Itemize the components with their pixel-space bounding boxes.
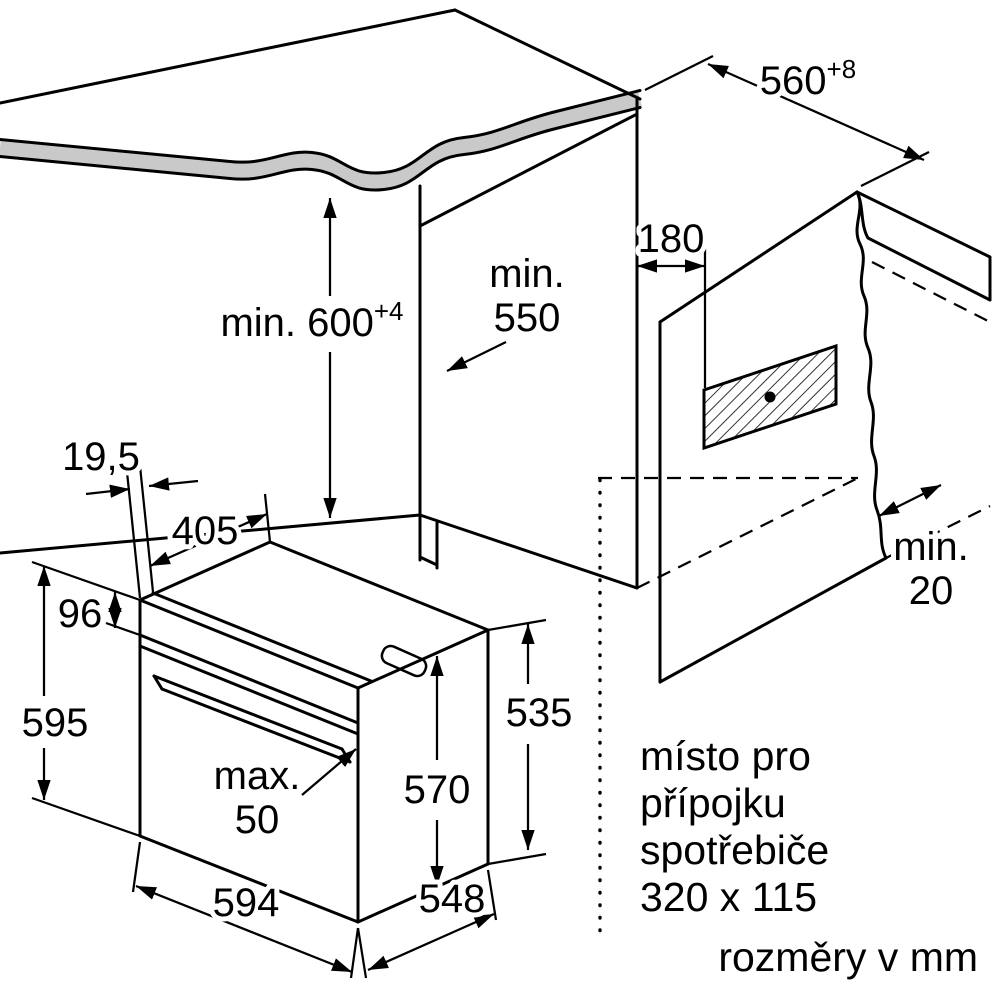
niche-bottom-edge bbox=[418, 513, 639, 590]
connection-note-line-4: 320 x 115 bbox=[640, 874, 817, 920]
dim-line-548 bbox=[367, 912, 495, 972]
door-vent-slot bbox=[380, 644, 428, 678]
dim-19-5-label: 19,5 bbox=[62, 435, 140, 479]
torn-counter-section bbox=[855, 190, 992, 302]
wall-hidden-edge-lower bbox=[885, 504, 991, 560]
wall-top-edge bbox=[658, 190, 859, 324]
dim-570-label: 570 bbox=[404, 768, 471, 812]
leader-550 bbox=[446, 340, 507, 373]
dim-20-label-value: 20 bbox=[909, 569, 954, 613]
dim-arrow-19-5-left bbox=[85, 484, 131, 498]
oven-body-top-lip bbox=[151, 591, 373, 683]
dim-180-label: 180 bbox=[638, 217, 705, 261]
dim-405-label: 405 bbox=[172, 509, 239, 553]
dim-line-560 bbox=[707, 62, 925, 162]
leader-max-50 bbox=[301, 748, 357, 796]
dim-550-label-value: 550 bbox=[494, 296, 561, 340]
ext-535-bottom bbox=[487, 852, 547, 866]
handle-left-cap bbox=[152, 674, 164, 691]
dim-600-label: min. 600+4 bbox=[220, 296, 403, 345]
connection-point-dot bbox=[764, 391, 776, 403]
ext-405-right bbox=[263, 493, 272, 543]
wall-bottom-edge bbox=[658, 556, 888, 684]
countertop bbox=[0, 8, 642, 192]
connection-note: místo pro přípojku spotřebiče 320 x 115 bbox=[635, 728, 834, 925]
oven-isometric bbox=[138, 540, 490, 924]
dim-594-label: 594 bbox=[213, 881, 280, 925]
ext-560-left bbox=[644, 54, 714, 92]
connection-note-line-2: přípojku bbox=[640, 780, 786, 826]
ext-594-left bbox=[131, 841, 142, 893]
niche-floor-receding-hidden-edge bbox=[636, 476, 859, 590]
connection-note-line-1: místo pro bbox=[640, 733, 811, 779]
dim-548-label: 548 bbox=[419, 877, 486, 921]
ext-96-bottom bbox=[105, 621, 141, 637]
ext-595-bottom bbox=[31, 796, 141, 838]
countertop-back-edge bbox=[0, 8, 457, 105]
dim-max-50-label-max: max. bbox=[214, 754, 301, 798]
niche-opening bbox=[0, 97, 859, 590]
ext-19-5-back bbox=[138, 465, 155, 593]
ext-548-right bbox=[486, 869, 498, 921]
dim-max-50-label-value: 50 bbox=[235, 798, 280, 842]
wall-torn-edge bbox=[855, 190, 888, 560]
dim-20-label-min: min. bbox=[893, 525, 969, 569]
control-panel-line-2 bbox=[138, 644, 360, 736]
units-note: rozměry v mm bbox=[718, 934, 978, 980]
dim-arrow-19-5-right bbox=[148, 477, 199, 491]
countertop-right-edge bbox=[453, 8, 642, 101]
ext-594-right bbox=[349, 927, 360, 979]
niche-base-lip-bottom bbox=[418, 555, 439, 567]
dim-535-label: 535 bbox=[506, 691, 573, 735]
dim-line-594 bbox=[135, 884, 353, 974]
dimensions bbox=[31, 54, 942, 979]
ext-19-5-front bbox=[125, 471, 142, 599]
countertop-front-band bbox=[0, 99, 640, 182]
ext-548-left bbox=[356, 927, 368, 979]
side-wall-panel bbox=[658, 190, 992, 684]
handle-bottom-line bbox=[160, 687, 352, 764]
dim-550-label-min: min. bbox=[489, 252, 565, 296]
handle-top-line bbox=[152, 674, 344, 751]
dim-595-label: 595 bbox=[22, 701, 89, 745]
dim-560-label: 560+8 bbox=[760, 54, 856, 103]
niche-top-edge bbox=[418, 112, 639, 228]
connection-note-line-3: spotřebiče bbox=[640, 827, 829, 873]
dim-line-405 bbox=[149, 512, 268, 568]
control-panel-line-1 bbox=[138, 633, 360, 725]
oven-right-bottom-edge bbox=[356, 862, 490, 924]
dim-96-label: 96 bbox=[58, 592, 103, 636]
dim-line-20 bbox=[878, 483, 942, 518]
ext-535-top bbox=[487, 618, 547, 632]
labels: 560+8 180 min. 600+4 min. 550 min. 20 19… bbox=[17, 49, 983, 985]
